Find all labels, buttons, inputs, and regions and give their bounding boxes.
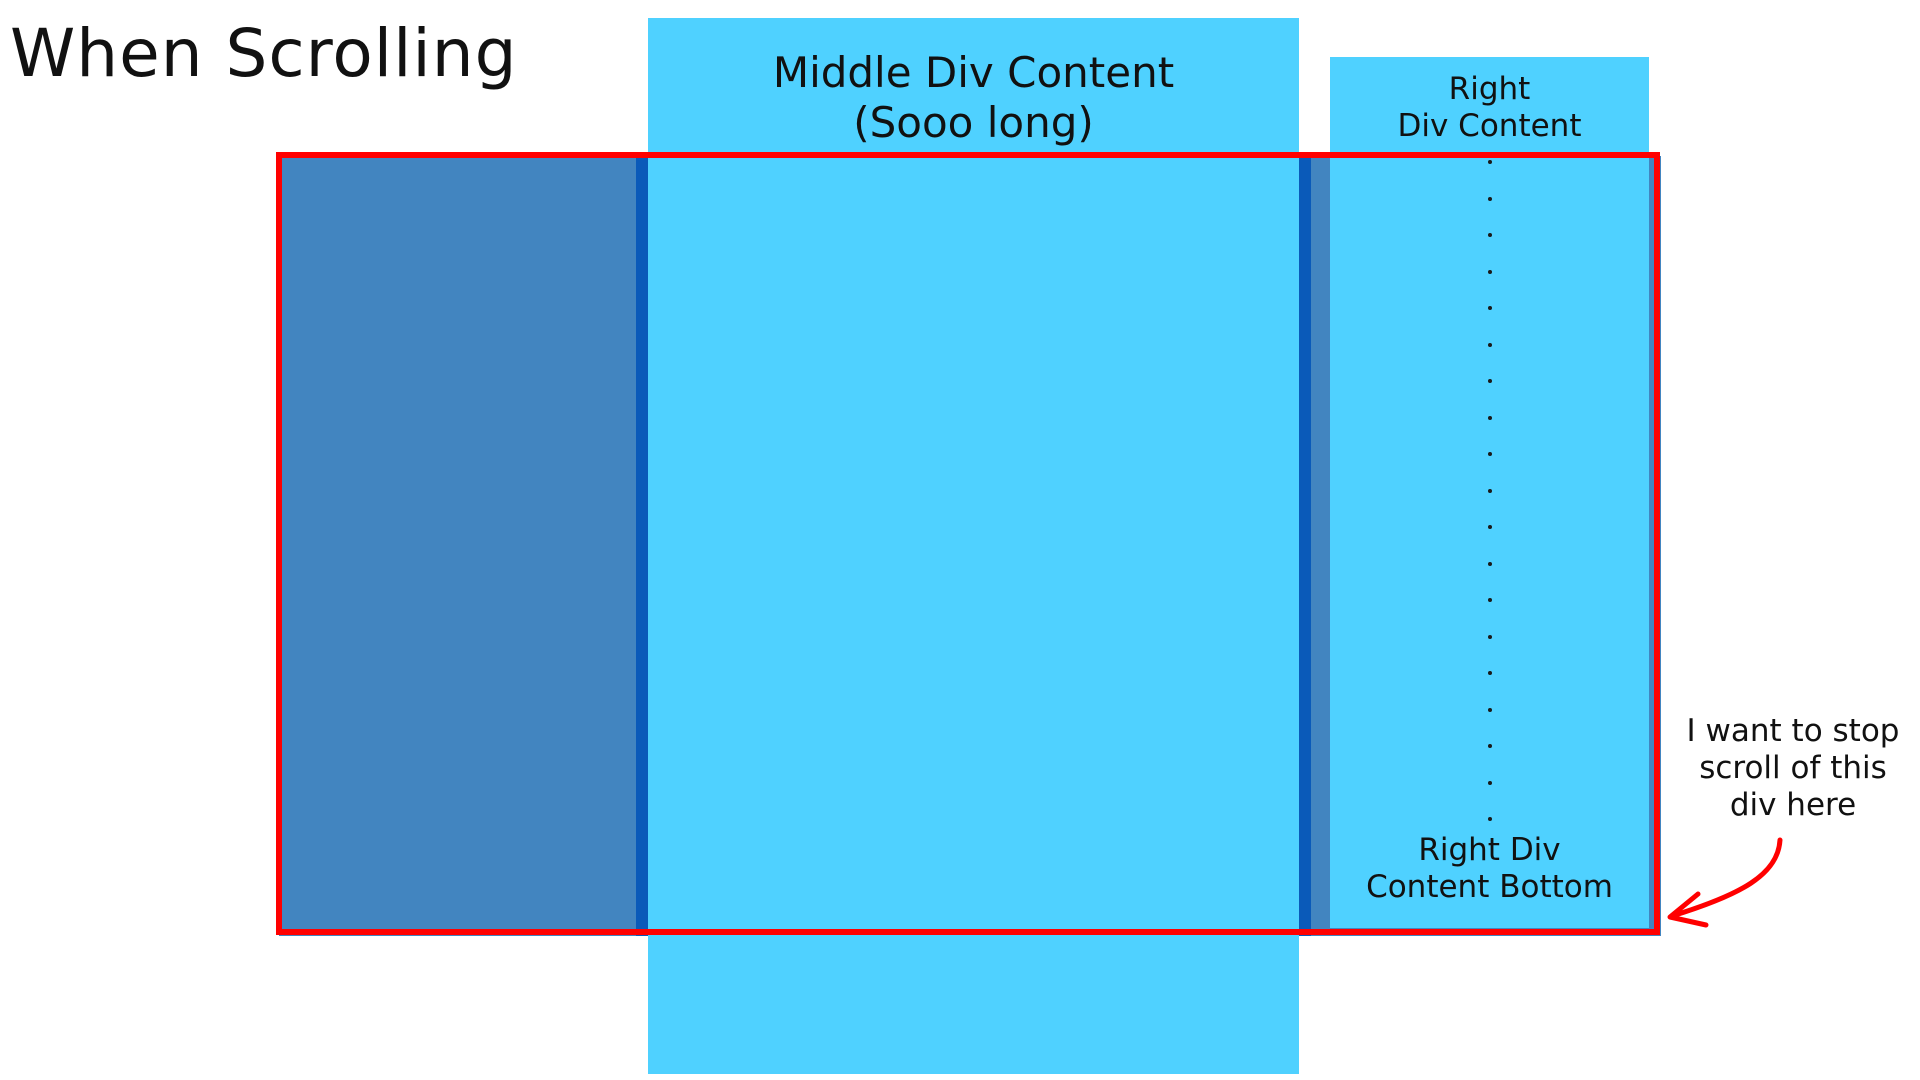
right-div: Right Div Content Right Div Content Bott… — [1330, 57, 1649, 928]
ellipsis-dot — [1488, 160, 1492, 164]
ellipsis-dot — [1488, 598, 1492, 602]
ellipsis-dot — [1488, 744, 1492, 748]
ellipsis-dot — [1488, 780, 1492, 785]
ellipsis-dot — [1488, 415, 1492, 420]
ellipsis-dot — [1488, 707, 1492, 712]
ellipsis-dot — [1488, 634, 1492, 639]
middle-div: Middle Div Content (Sooo long) — [648, 18, 1299, 1074]
diagram-title: When Scrolling — [10, 15, 518, 92]
ellipsis-dot — [1488, 233, 1492, 237]
ellipsis-dot — [1488, 379, 1492, 383]
ellipsis-dot — [1488, 452, 1492, 456]
left-divider — [636, 156, 648, 936]
middle-div-label: Middle Div Content (Sooo long) — [772, 48, 1175, 147]
left-div — [279, 156, 636, 936]
ellipsis-dot — [1488, 306, 1492, 310]
ellipsis-dot — [1488, 817, 1492, 821]
annotation-text: I want to stop scroll of this div here — [1686, 713, 1900, 823]
right-divider — [1299, 156, 1311, 936]
ellipsis-dot — [1488, 269, 1492, 274]
right-div-bottom-label: Right Div Content Bottom — [1366, 832, 1613, 905]
ellipsis-dot — [1488, 671, 1492, 675]
ellipsis-dot — [1488, 342, 1492, 347]
annotation-arrow-icon — [1667, 837, 1783, 928]
ellipsis-dot — [1488, 525, 1492, 529]
right-div-top-label: Right Div Content — [1397, 71, 1582, 144]
ellipsis-dots — [1330, 160, 1649, 821]
ellipsis-dot — [1488, 561, 1492, 566]
ellipsis-dot — [1488, 488, 1492, 493]
ellipsis-dot — [1488, 196, 1492, 201]
